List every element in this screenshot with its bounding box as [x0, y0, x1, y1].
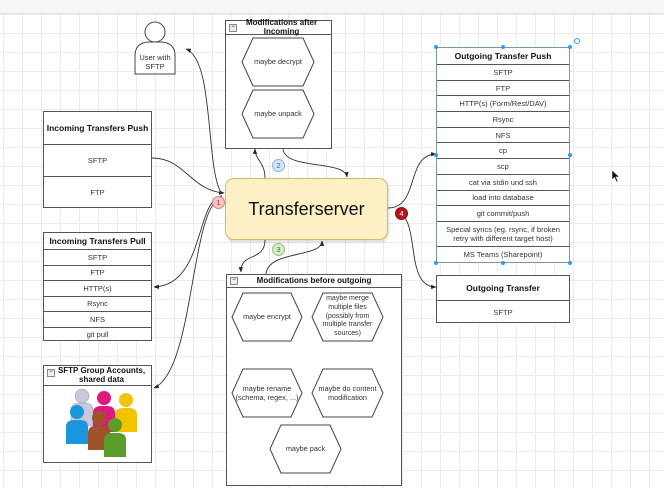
transferserver-label: Transferserver: [248, 198, 365, 219]
selection-handle[interactable]: [568, 261, 572, 265]
step-hexagon[interactable]: maybe rename (schema, regex, ...): [231, 368, 303, 418]
edge-to-group-accounts[interactable]: [153, 196, 223, 389]
outgoing-row[interactable]: SFTP: [493, 307, 513, 317]
step-hexagon[interactable]: maybe encrypt: [231, 292, 303, 342]
step-label: maybe encrypt: [243, 312, 291, 322]
step-badge-3: 3: [272, 243, 285, 256]
step-label: maybe do content modification: [318, 383, 377, 402]
selection-handle[interactable]: [434, 45, 438, 49]
edge-from-mods-before-outgoing[interactable]: [265, 240, 325, 275]
outgoing-push-row[interactable]: Rsync: [437, 112, 569, 128]
step-label: maybe rename (schema, regex, ...): [235, 383, 299, 402]
toolbar-strip: [0, 0, 664, 14]
collapse-icon[interactable]: −: [229, 24, 237, 32]
outgoing-push-row[interactable]: cat via stdin und ssh: [437, 175, 569, 191]
outgoing-push-row[interactable]: git commit/push: [437, 206, 569, 222]
group-accounts-title: − SFTP Group Accounts,shared data: [44, 366, 151, 386]
outgoing-push-row[interactable]: Special syncs (eg. rsync, if broken retr…: [437, 222, 569, 247]
outgoing-push-row[interactable]: load into database: [437, 191, 569, 207]
outgoing-title: Outgoing Transfer: [437, 276, 569, 301]
incoming-pull-row[interactable]: NFS: [44, 312, 151, 328]
step-badge-4: 4: [395, 207, 408, 220]
edge-to-mods-after-incoming[interactable]: [252, 148, 266, 179]
collapse-icon[interactable]: −: [230, 277, 238, 285]
outgoing-transfer-table[interactable]: Outgoing Transfer SFTP: [436, 275, 570, 323]
edge-to-outgoing[interactable]: [399, 212, 437, 290]
hexagon-shape: [311, 368, 384, 418]
collapse-icon[interactable]: −: [47, 369, 55, 377]
step-hexagon[interactable]: maybe merge multiple files (possibly fro…: [311, 292, 384, 342]
outgoing-push-row[interactable]: FTP: [437, 81, 569, 97]
incoming-pull-row[interactable]: HTTP(s): [44, 281, 151, 297]
edge-incoming-push[interactable]: [151, 157, 225, 195]
step-badge-2: 2: [272, 159, 285, 172]
step-label: maybe decrypt: [254, 57, 302, 67]
incoming-pull-row[interactable]: FTP: [44, 266, 151, 281]
step-label: maybe merge multiple files (possibly fro…: [322, 295, 373, 338]
outgoing-push-row[interactable]: NFS: [437, 128, 569, 144]
incoming-push-row[interactable]: FTP: [90, 188, 105, 197]
hexagon-shape: [231, 292, 303, 342]
incoming-pull-row[interactable]: Rsync: [44, 297, 151, 312]
rotate-handle-icon[interactable]: [574, 38, 580, 44]
user-icon: [134, 21, 176, 75]
people-group-icon: [66, 388, 137, 457]
incoming-pull-title: Incoming Transfers Pull: [44, 233, 151, 250]
incoming-transfers-push-table[interactable]: Incoming Transfers Push SFTP FTP: [43, 111, 152, 208]
hexagon-shape: [241, 37, 315, 87]
incoming-pull-row[interactable]: SFTP: [44, 250, 151, 266]
mouse-cursor-icon: [611, 169, 621, 183]
outgoing-push-row[interactable]: scp: [437, 159, 569, 175]
step-hexagon[interactable]: maybe decrypt: [241, 37, 315, 87]
mods-after-incoming-container[interactable]: − Modifications after Incoming maybe dec…: [225, 18, 332, 149]
outgoing-push-row[interactable]: SFTP: [437, 65, 569, 81]
step-badge-1: 1: [212, 196, 225, 209]
mods-before-outgoing-title: − Modifications before outgoing: [227, 275, 401, 288]
step-label: maybe unpack: [254, 109, 302, 119]
outgoing-push-row[interactable]: cp: [437, 143, 569, 160]
incoming-push-row[interactable]: SFTP: [44, 145, 151, 177]
edge-to-incoming-pull[interactable]: [153, 195, 223, 289]
transferserver-node[interactable]: Transferserver: [225, 178, 388, 240]
edge-to-outgoing-push[interactable]: [387, 152, 437, 209]
selection-handle[interactable]: [568, 153, 572, 157]
incoming-push-title: Incoming Transfers Push: [44, 112, 151, 145]
incoming-transfers-pull-table[interactable]: Incoming Transfers Pull SFTP FTP HTTP(s)…: [43, 232, 152, 341]
sftp-group-accounts-container[interactable]: − SFTP Group Accounts,shared data: [43, 365, 152, 463]
mods-before-outgoing-container[interactable]: − Modifications before outgoing maybe en…: [226, 274, 402, 486]
outgoing-push-row[interactable]: MS Teams (Sharepoint): [463, 249, 543, 259]
hexagon-shape: [231, 368, 303, 418]
hexagon-shape: [311, 292, 384, 342]
mods-after-incoming-title: − Modifications after Incoming: [226, 18, 331, 35]
step-hexagon[interactable]: maybe unpack: [241, 89, 315, 139]
incoming-pull-row[interactable]: git pull: [86, 330, 109, 339]
hexagon-shape: [241, 89, 315, 139]
step-label: maybe pack: [285, 444, 326, 454]
step-hexagon[interactable]: maybe do content modification: [311, 368, 384, 418]
selection-handle[interactable]: [501, 45, 505, 49]
edge-to-user[interactable]: [185, 48, 223, 195]
selection-handle[interactable]: [501, 261, 505, 265]
outgoing-transfer-push-table[interactable]: Outgoing Transfer Push SFTP FTP HTTP(s) …: [436, 47, 570, 263]
selection-handle[interactable]: [434, 261, 438, 265]
outgoing-push-row[interactable]: HTTP(s) (Form/Rest/DAV): [437, 96, 569, 113]
outgoing-push-title: Outgoing Transfer Push: [437, 48, 569, 65]
selection-handle[interactable]: [434, 153, 438, 157]
edge-from-mods-after-incoming[interactable]: [282, 148, 349, 178]
selection-handle[interactable]: [568, 45, 572, 49]
step-hexagon[interactable]: maybe pack: [269, 424, 342, 474]
edge-to-mods-before-outgoing[interactable]: [238, 239, 266, 273]
hexagon-shape: [269, 424, 342, 474]
